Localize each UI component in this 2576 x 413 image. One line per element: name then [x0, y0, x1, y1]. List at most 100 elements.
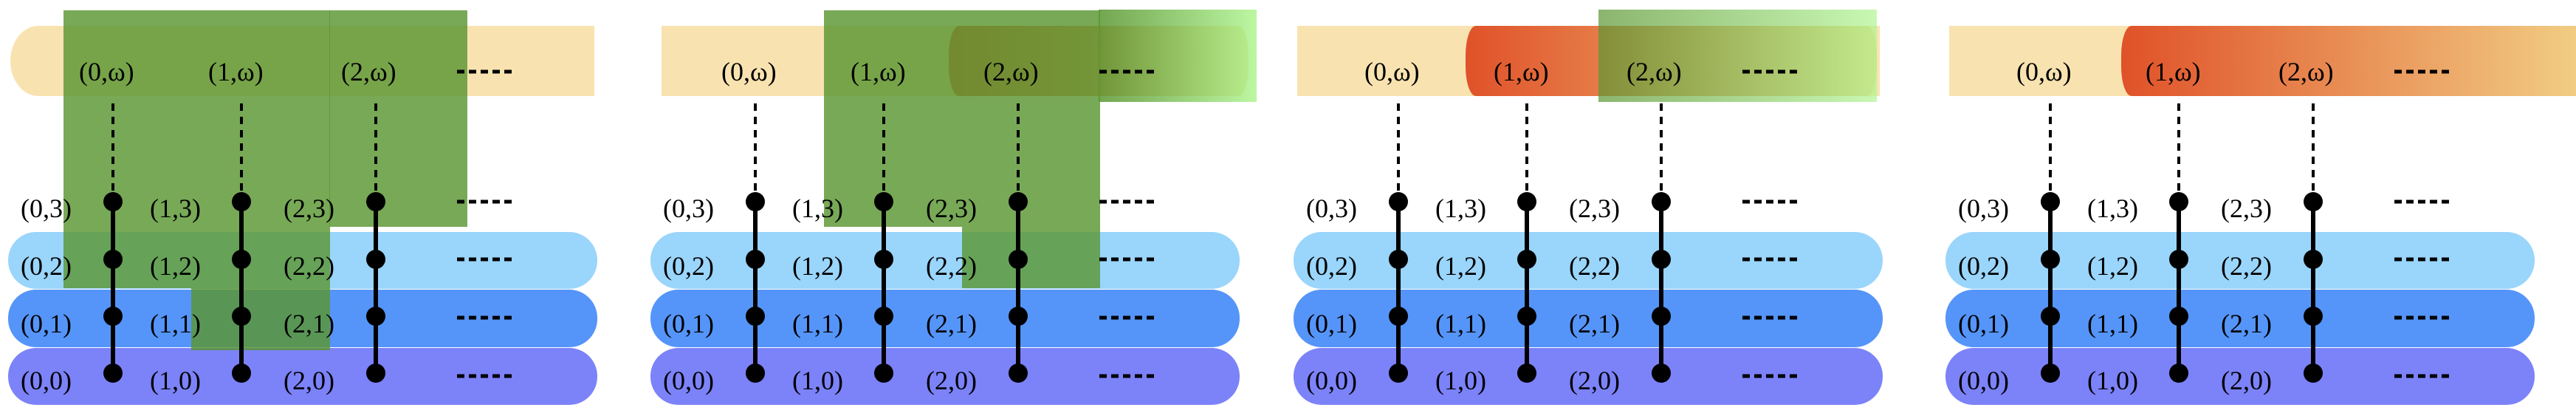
- node-2-0: [2304, 363, 2323, 383]
- node-label: (2,2): [1569, 251, 1620, 281]
- node-label: (0,0): [663, 366, 714, 395]
- node-1-2: [1517, 250, 1536, 269]
- node-label: (0,3): [663, 194, 714, 223]
- node-2-3: [2304, 192, 2323, 211]
- node-1-0: [232, 363, 251, 383]
- node-2-2: [2304, 250, 2323, 269]
- node-label: (1,3): [1435, 194, 1486, 223]
- node-1-1: [2169, 307, 2188, 326]
- node-label: (0,2): [21, 251, 72, 281]
- top-label: (1,ω): [851, 57, 906, 86]
- node-label: (2,1): [926, 309, 977, 338]
- top-label: (2,ω): [2278, 57, 2334, 86]
- top-label: (1,ω): [208, 57, 264, 86]
- node-1-2: [232, 250, 251, 269]
- node-label: (2,0): [1569, 366, 1620, 395]
- node-label: (2,3): [1569, 194, 1620, 223]
- orange-band: [2121, 26, 2576, 96]
- node-label: (0,2): [1306, 251, 1357, 281]
- node-0-2: [746, 250, 765, 269]
- node-label: (1,3): [792, 194, 843, 223]
- node-2-2: [1652, 250, 1671, 269]
- highlight-column-1: [824, 10, 962, 227]
- node-0-2: [1389, 250, 1408, 269]
- node-label: (0,2): [663, 251, 714, 281]
- node-0-0: [1389, 363, 1408, 383]
- node-label: (2,3): [2221, 194, 2272, 223]
- panel-3: (0,ω)(0,0)(0,1)(0,2)(0,3)(1,ω)(1,0)(1,1)…: [1294, 10, 1883, 405]
- node-label: (2,3): [926, 194, 977, 223]
- node-1-3: [874, 192, 893, 211]
- node-label: (0,0): [21, 366, 72, 395]
- top-label: (0,ω): [721, 57, 777, 86]
- node-1-1: [1517, 307, 1536, 326]
- node-1-0: [1517, 363, 1536, 383]
- highlight-column-2: [962, 10, 1100, 288]
- node-label: (2,0): [2221, 366, 2272, 395]
- node-0-2: [103, 250, 123, 269]
- node-0-3: [746, 192, 765, 211]
- highlight-gradient: [1598, 10, 1877, 102]
- top-label: (1,ω): [1494, 57, 1549, 86]
- node-label: (1,0): [2087, 366, 2138, 395]
- node-0-1: [2041, 307, 2060, 326]
- node-label: (0,3): [1306, 194, 1357, 223]
- node-label: (2,0): [926, 366, 977, 395]
- row-band-2: [1945, 232, 2535, 289]
- node-label: (1,2): [150, 251, 201, 281]
- highlight-column-2: [329, 10, 467, 227]
- node-label: (1,2): [1435, 251, 1486, 281]
- node-0-3: [1389, 192, 1408, 211]
- node-2-2: [366, 250, 385, 269]
- node-label: (1,2): [2087, 251, 2138, 281]
- node-0-2: [2041, 250, 2060, 269]
- row-band-1: [650, 290, 1240, 347]
- node-label: (0,1): [1306, 309, 1357, 338]
- node-label: (0,1): [1958, 309, 2009, 338]
- node-label: (1,3): [150, 194, 201, 223]
- node-1-1: [232, 307, 251, 326]
- node-label: (2,2): [284, 251, 334, 281]
- node-0-0: [746, 363, 765, 383]
- top-label: (0,ω): [1364, 57, 1420, 86]
- node-label: (0,1): [21, 309, 72, 338]
- node-0-3: [103, 192, 123, 211]
- node-label: (2,1): [2221, 309, 2272, 338]
- top-label: (1,ω): [2146, 57, 2201, 86]
- node-label: (1,0): [1435, 366, 1486, 395]
- node-label: (0,0): [1306, 366, 1357, 395]
- highlight-column-1: [191, 10, 330, 350]
- node-label: (1,1): [2087, 309, 2138, 338]
- panel-1: (0,ω)(0,0)(0,1)(0,2)(0,3)(1,ω)(1,0)(1,1)…: [8, 10, 597, 405]
- node-label: (2,2): [926, 251, 977, 281]
- node-label: (0,1): [663, 309, 714, 338]
- node-label: (0,3): [1958, 194, 2009, 223]
- node-1-2: [2169, 250, 2188, 269]
- node-label: (1,2): [792, 251, 843, 281]
- node-2-3: [366, 192, 385, 211]
- node-2-0: [1652, 363, 1671, 383]
- top-label: (2,ω): [341, 57, 396, 86]
- row-band-0: [1294, 348, 1883, 405]
- node-label: (1,0): [792, 366, 843, 395]
- node-2-1: [366, 307, 385, 326]
- node-1-1: [874, 307, 893, 326]
- node-2-1: [1009, 307, 1028, 326]
- top-label: (2,ω): [1627, 57, 1682, 86]
- node-1-2: [874, 250, 893, 269]
- node-1-3: [1517, 192, 1536, 211]
- highlight-column-0: [63, 10, 191, 288]
- node-label: (1,3): [2087, 194, 2138, 223]
- node-1-3: [2169, 192, 2188, 211]
- panel-4: (0,ω)(0,0)(0,1)(0,2)(0,3)(1,ω)(1,0)(1,1)…: [1945, 26, 2576, 405]
- node-2-1: [1652, 307, 1671, 326]
- node-0-1: [746, 307, 765, 326]
- node-2-0: [1009, 363, 1028, 383]
- top-band-cap: [10, 26, 66, 96]
- node-2-1: [2304, 307, 2323, 326]
- row-band-1: [1294, 290, 1883, 347]
- node-label: (0,3): [21, 194, 72, 223]
- node-label: (2,2): [2221, 251, 2272, 281]
- top-label: (2,ω): [983, 57, 1039, 86]
